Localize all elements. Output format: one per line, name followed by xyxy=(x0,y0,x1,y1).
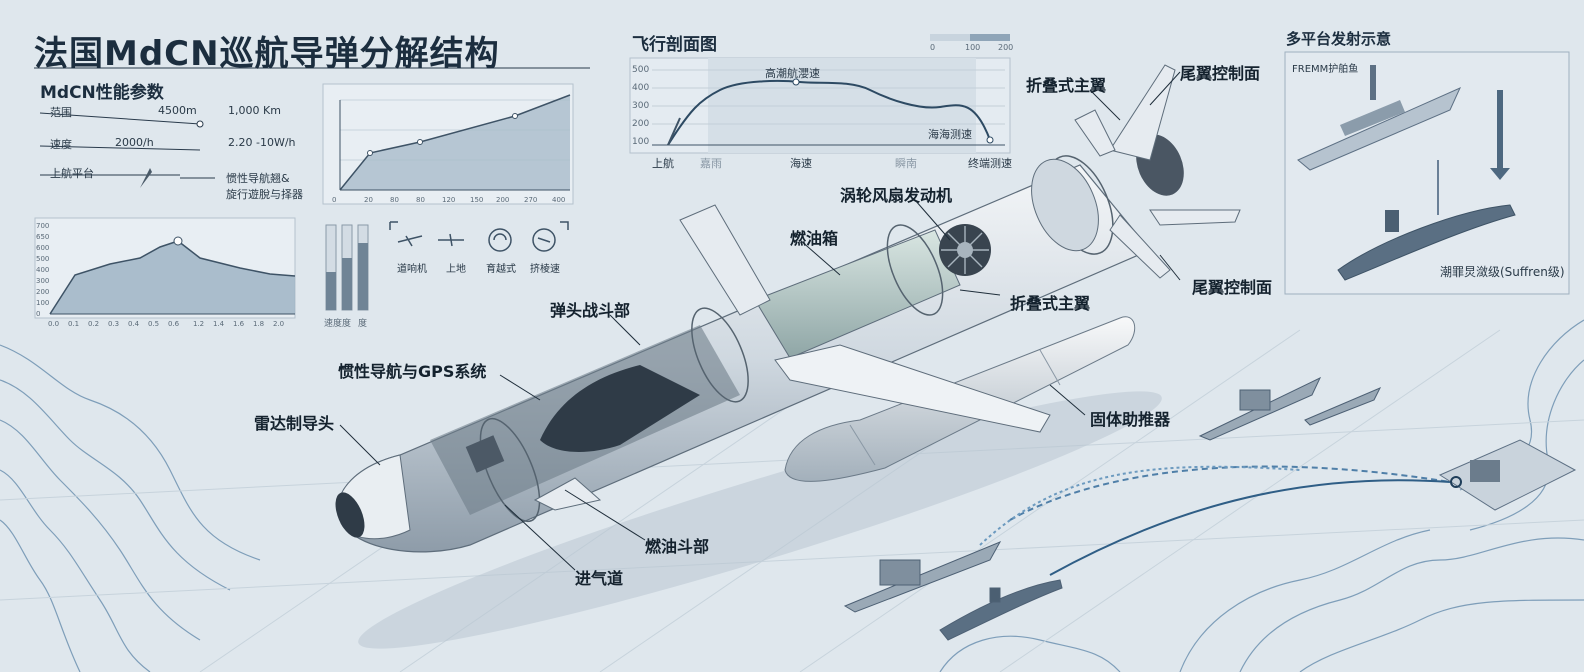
param-value2-platform: 惯性导航翘& xyxy=(226,172,290,185)
label-warhead: 弹头战斗部 xyxy=(550,301,631,320)
ytick: 700 xyxy=(36,222,50,230)
ytick: 200 xyxy=(36,288,50,296)
mode-label-4: 挤棱速 xyxy=(530,264,560,275)
profile-ytick: 400 xyxy=(632,83,650,93)
page-title: 法国MdCN巡航导弹分解结构 xyxy=(34,34,500,74)
xtick: 1.6 xyxy=(233,320,245,328)
label-ins-gps: 惯性导航与GPS系统 xyxy=(338,362,487,381)
missile-body xyxy=(335,134,1184,553)
xtick: 400 xyxy=(552,196,566,204)
xtick: 200 xyxy=(496,196,510,204)
legend-tick: 100 xyxy=(965,43,981,52)
xtick: 80 xyxy=(416,196,425,204)
ytick: 100 xyxy=(36,299,50,307)
profile-top-label: 高潮航瀴速 xyxy=(765,67,820,80)
mini-bar-charts xyxy=(325,224,369,311)
ytick: 500 xyxy=(36,255,50,263)
flight-profile-chart xyxy=(629,34,1011,154)
mode-label-3: 育越式 xyxy=(486,264,516,275)
speed-chart xyxy=(34,217,296,319)
xtick: 270 xyxy=(524,196,538,204)
param-value3-platform: 旋行遊脫与择器 xyxy=(226,188,303,201)
ytick: 300 xyxy=(36,277,50,285)
xtick: 0.3 xyxy=(108,320,120,328)
legend-tick: 0 xyxy=(930,43,936,52)
profile-x4: 瞬南 xyxy=(895,157,917,170)
xtick: 80 xyxy=(390,196,399,204)
missile-mini-icon xyxy=(140,168,152,188)
profile-x2: 嘉雨 xyxy=(700,157,722,170)
param-label-range: 范围 xyxy=(50,106,72,119)
xtick: 1.4 xyxy=(213,320,225,328)
profile-ytick: 500 xyxy=(632,65,650,75)
param-value2-range: 1,000 Km xyxy=(228,104,281,117)
ytick: 400 xyxy=(36,266,50,274)
label-intake: 进气道 xyxy=(575,569,624,588)
xtick: 0.4 xyxy=(128,320,140,328)
label-folding-wing-mid: 折叠式主翼 xyxy=(1010,294,1091,313)
submarine-label: 潮罪炅潋级(Suffren级) xyxy=(1440,265,1565,279)
label-tail-fin-top: 尾翼控制面 xyxy=(1180,64,1261,83)
label-fuel-tank: 燃油箱 xyxy=(790,229,839,248)
label-tail-fin-right: 尾翼控制面 xyxy=(1192,278,1273,297)
label-fuel-section: 燃油斗部 xyxy=(645,537,710,556)
xtick: 1.2 xyxy=(193,320,205,328)
profile-x5: 终端测速 xyxy=(968,157,1012,170)
bar-label-2: 度 xyxy=(342,319,352,329)
platform-panel xyxy=(1284,51,1570,295)
xtick: 0.5 xyxy=(148,320,160,328)
xtick: 0.2 xyxy=(88,320,100,328)
legend-tick: 200 xyxy=(998,43,1014,52)
label-booster: 固体助推器 xyxy=(1090,410,1171,429)
label-folding-wing-top: 折叠式主翼 xyxy=(1026,76,1107,95)
xtick: 1.8 xyxy=(253,320,265,328)
wings xyxy=(533,64,1241,511)
profile-x1: 上航 xyxy=(652,157,674,170)
xtick: 0.6 xyxy=(168,320,180,328)
param-value2-speed: 2.20 -10W/h xyxy=(228,136,296,149)
params-heading: MdCN性能参数 xyxy=(40,83,164,103)
topographic-lines xyxy=(0,319,1584,672)
profile-sea-label: 海海测速 xyxy=(928,128,972,141)
ytick: 0 xyxy=(36,310,41,318)
missile-shadow xyxy=(358,391,1162,649)
bar-label-1: 速度 xyxy=(324,319,343,329)
profile-heading: 飞行剖面图 xyxy=(632,35,717,55)
flight-mode-icons xyxy=(389,221,569,252)
xtick: 0.0 xyxy=(48,320,60,328)
profile-x3: 海速 xyxy=(790,157,812,170)
xtick: 0.1 xyxy=(68,320,80,328)
label-turbofan: 涡轮风扇发动机 xyxy=(840,186,953,205)
platforms-heading: 多平台发射示意 xyxy=(1286,30,1392,48)
param-label-speed: 速度 xyxy=(50,138,72,151)
trajectories xyxy=(979,465,1451,576)
ytick: 650 xyxy=(36,233,50,241)
param-label-platform: 上航平台 xyxy=(50,167,94,180)
leader-lines xyxy=(339,71,1181,571)
mode-label-2: 上地 xyxy=(446,264,466,275)
xtick: 2.0 xyxy=(273,320,285,328)
mode-label-1: 道响机 xyxy=(397,264,427,275)
sea-ships xyxy=(843,376,1382,641)
param-value-range: 4500m xyxy=(158,104,197,117)
xtick: 0 xyxy=(332,196,337,204)
profile-ytick: 200 xyxy=(632,119,650,129)
range-chart xyxy=(322,83,574,205)
bar-label-3: 度 xyxy=(358,319,368,329)
xtick: 150 xyxy=(470,196,484,204)
profile-ytick: 300 xyxy=(632,101,650,111)
frigate-label: FREMM护舶鱼 xyxy=(1292,64,1359,75)
label-radar-seeker: 雷达制导头 xyxy=(254,414,335,433)
param-value-speed: 2000/h xyxy=(115,136,154,149)
target-base xyxy=(1438,439,1577,511)
ytick: 600 xyxy=(36,244,50,252)
xtick: 20 xyxy=(364,196,373,204)
xtick: 120 xyxy=(442,196,456,204)
profile-ytick: 100 xyxy=(632,137,650,147)
